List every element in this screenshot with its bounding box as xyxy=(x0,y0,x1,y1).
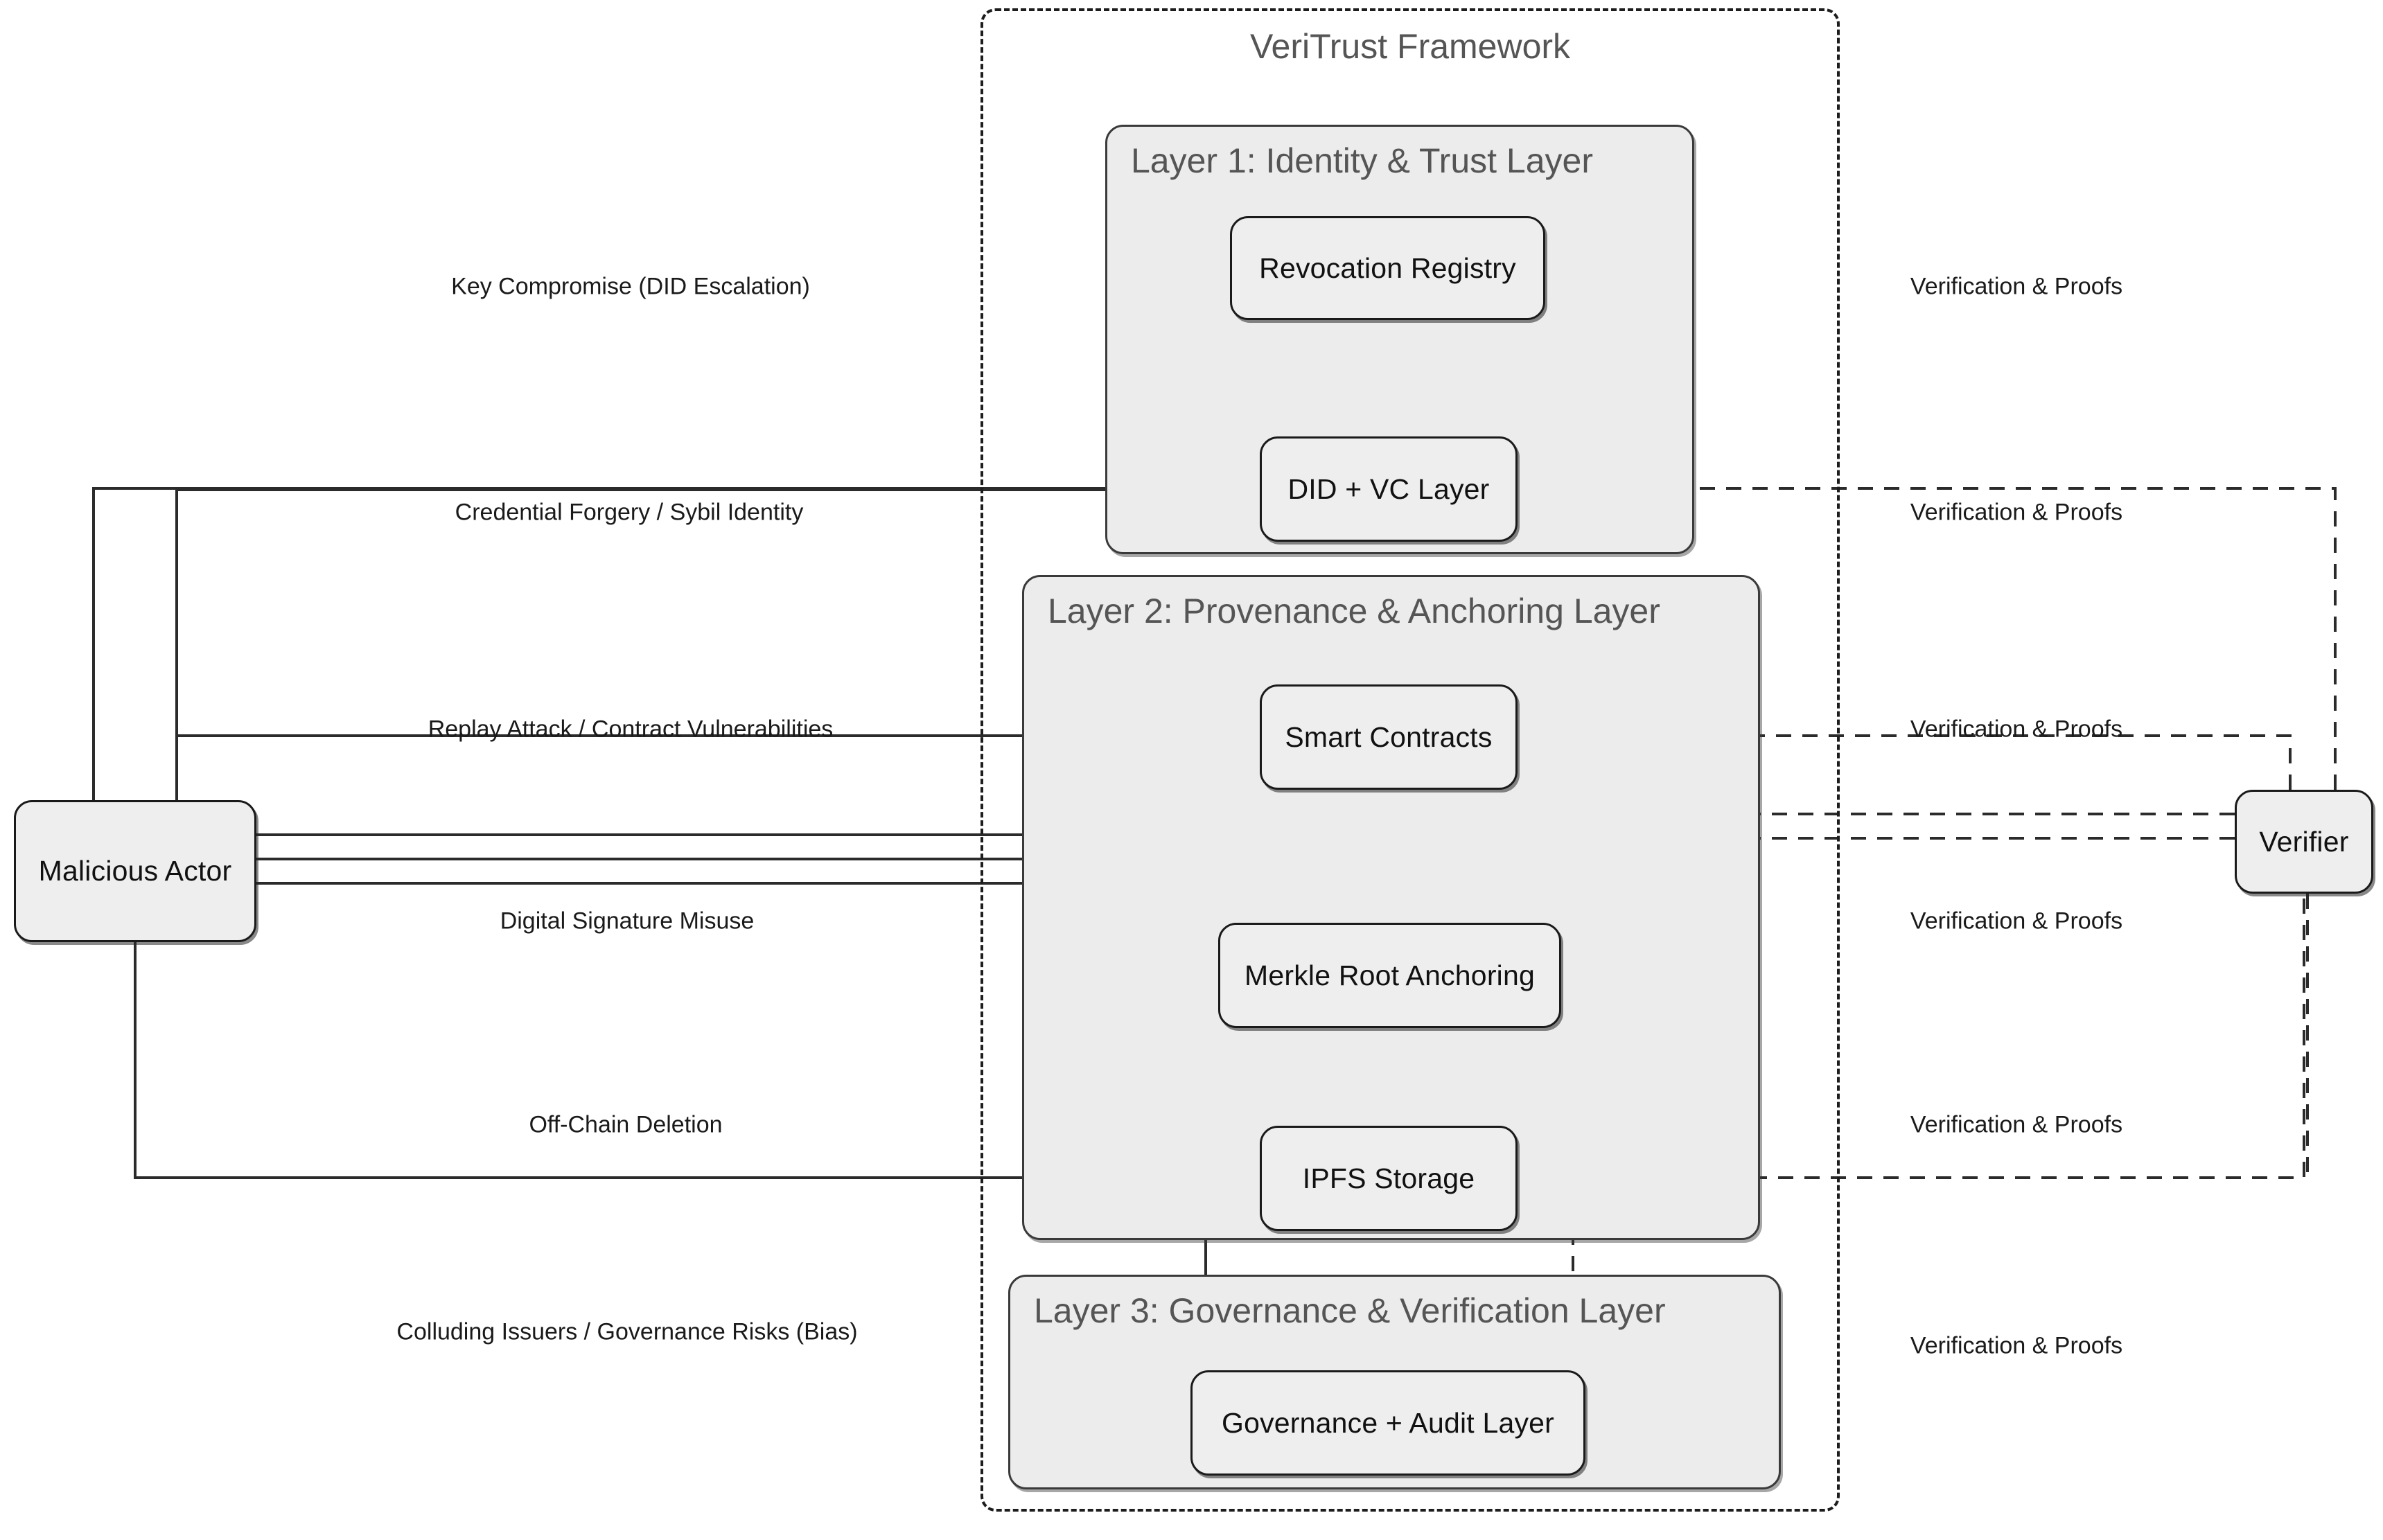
edge-label-off-chain-deletion: Off-Chain Deletion xyxy=(529,1111,723,1138)
group-layer2-title: Layer 2: Provenance & Anchoring Layer xyxy=(1048,592,1660,630)
node-ipfs-storage-label: IPFS Storage xyxy=(1302,1162,1475,1194)
edge-label-replay-attack: Replay Attack / Contract Vulnerabilities xyxy=(428,716,834,743)
edge-label-verification-proofs-4: Verification & Proofs xyxy=(1910,908,2123,935)
node-verifier-label: Verifier xyxy=(2259,825,2349,858)
edge-credential-forgery xyxy=(175,483,1245,800)
veritrust-framework-box: VeriTrust Framework xyxy=(981,8,1840,1512)
group-layer1-title: Layer 1: Identity & Trust Layer xyxy=(1131,141,1593,180)
edge-label-digital-signature-misuse: Digital Signature Misuse xyxy=(500,908,755,935)
node-ipfs-storage[interactable]: IPFS Storage xyxy=(1260,1126,1518,1231)
node-merkle-root-anchoring[interactable]: Merkle Root Anchoring xyxy=(1218,923,1561,1028)
edge-label-credential-forgery: Credential Forgery / Sybil Identity xyxy=(455,499,804,526)
group-layer3-title: Layer 3: Governance & Verification Layer xyxy=(1034,1291,1666,1330)
edge-verification-proofs-2 xyxy=(1516,729,2292,790)
edge-off-chain-deletion xyxy=(134,942,1245,1185)
node-smart-contracts-label: Smart Contracts xyxy=(1285,720,1493,753)
edge-label-verification-proofs-2: Verification & Proofs xyxy=(1910,499,2123,526)
edge-label-verification-proofs-1: Verification & Proofs xyxy=(1910,273,2123,300)
edge-label-verification-proofs-6: Verification & Proofs xyxy=(1910,1332,2123,1359)
edge-label-verification-proofs-5: Verification & Proofs xyxy=(1910,1111,2123,1138)
node-malicious-actor[interactable]: Malicious Actor xyxy=(14,800,256,942)
node-governance-audit-layer-label: Governance + Audit Layer xyxy=(1221,1406,1555,1439)
edge-label-colluding-issuers: Colluding Issuers / Governance Risks (Bi… xyxy=(396,1318,858,1345)
node-revocation-registry[interactable]: Revocation Registry xyxy=(1230,216,1545,320)
node-merkle-root-anchoring-label: Merkle Root Anchoring xyxy=(1245,959,1535,991)
node-smart-contracts[interactable]: Smart Contracts xyxy=(1260,684,1518,790)
edge-replay-attack xyxy=(175,729,1245,800)
node-revocation-registry-label: Revocation Registry xyxy=(1259,251,1516,284)
node-did-vc-layer[interactable]: DID + VC Layer xyxy=(1260,436,1518,542)
framework-title: VeriTrust Framework xyxy=(1249,27,1571,66)
node-malicious-actor-label: Malicious Actor xyxy=(38,855,232,887)
edge-verification-proofs-1 xyxy=(1516,481,2337,790)
edge-label-key-compromise: Key Compromise (DID Escalation) xyxy=(451,273,810,300)
node-governance-audit-layer[interactable]: Governance + Audit Layer xyxy=(1190,1370,1585,1476)
node-did-vc-layer-label: DID + VC Layer xyxy=(1287,472,1490,505)
node-verifier[interactable]: Verifier xyxy=(2235,790,2373,894)
edge-label-verification-proofs-3: Verification & Proofs xyxy=(1910,716,2123,743)
